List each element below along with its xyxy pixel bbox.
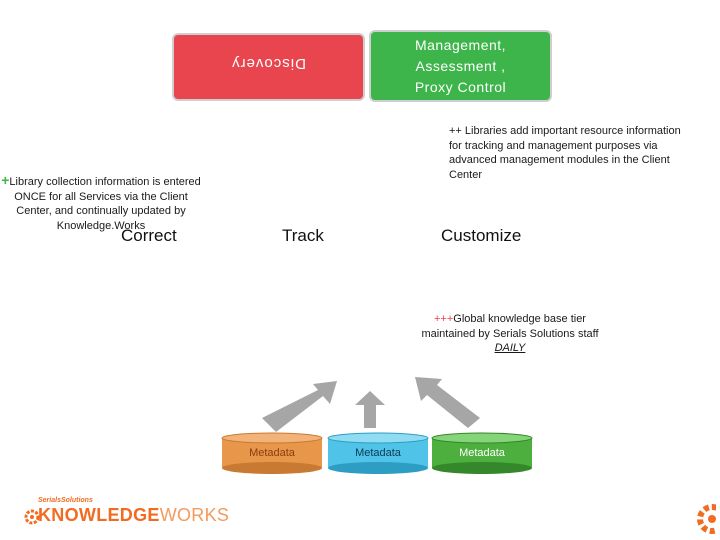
cylinder-green-icon xyxy=(431,432,533,474)
management-box: Management, Assessment , Proxy Control xyxy=(369,30,552,102)
arrow-right-icon xyxy=(415,377,480,428)
global-note: +++Global knowledge base tier maintained… xyxy=(412,312,608,356)
corner-gear-icon xyxy=(697,504,716,534)
management-line-3: Proxy Control xyxy=(414,79,507,95)
logo-small-text: SerialsSolutions xyxy=(38,497,93,504)
global-emphasis: DAILY xyxy=(494,342,526,354)
verb-correct: Correct xyxy=(121,226,177,245)
metadata-cylinder-blue: Metadata xyxy=(327,432,429,476)
metadata-cylinder-green: Metadata xyxy=(431,432,533,476)
global-plus: +++ xyxy=(434,313,454,325)
verb-track: Track xyxy=(282,226,324,245)
collection-text: Library collection information is entere… xyxy=(9,176,201,232)
collection-plus: + xyxy=(1,172,10,188)
logo-bold: KNOWLEDGE xyxy=(38,505,160,525)
global-text: Global knowledge base tier maintained by… xyxy=(421,313,599,340)
gear-icon xyxy=(24,509,40,525)
cylinder-orange-label: Metadata xyxy=(249,447,295,459)
logo-word: KNOWLEDGEWORKS xyxy=(38,505,229,526)
discovery-box: Discovery xyxy=(172,33,365,101)
metadata-cylinder-orange: Metadata xyxy=(221,432,323,476)
cylinder-orange-icon xyxy=(221,432,323,474)
knowledgeworks-logo: SerialsSolutions KNOWLEDGEWORKS xyxy=(24,497,229,537)
arrow-left-icon xyxy=(262,381,337,432)
cylinder-green-label: Metadata xyxy=(459,447,505,459)
management-line-1: Management, xyxy=(414,37,507,53)
cylinder-blue-label: Metadata xyxy=(355,447,401,459)
arrow-up-icon xyxy=(355,391,385,428)
collection-note: +Library collection information is enter… xyxy=(0,173,204,233)
libraries-note: ++ Libraries add important resource info… xyxy=(449,125,681,181)
management-line-2: Assessment , xyxy=(415,58,506,74)
logo-light: WORKS xyxy=(159,505,230,525)
cylinder-blue-icon xyxy=(327,432,429,474)
verb-customize: Customize xyxy=(441,226,522,245)
